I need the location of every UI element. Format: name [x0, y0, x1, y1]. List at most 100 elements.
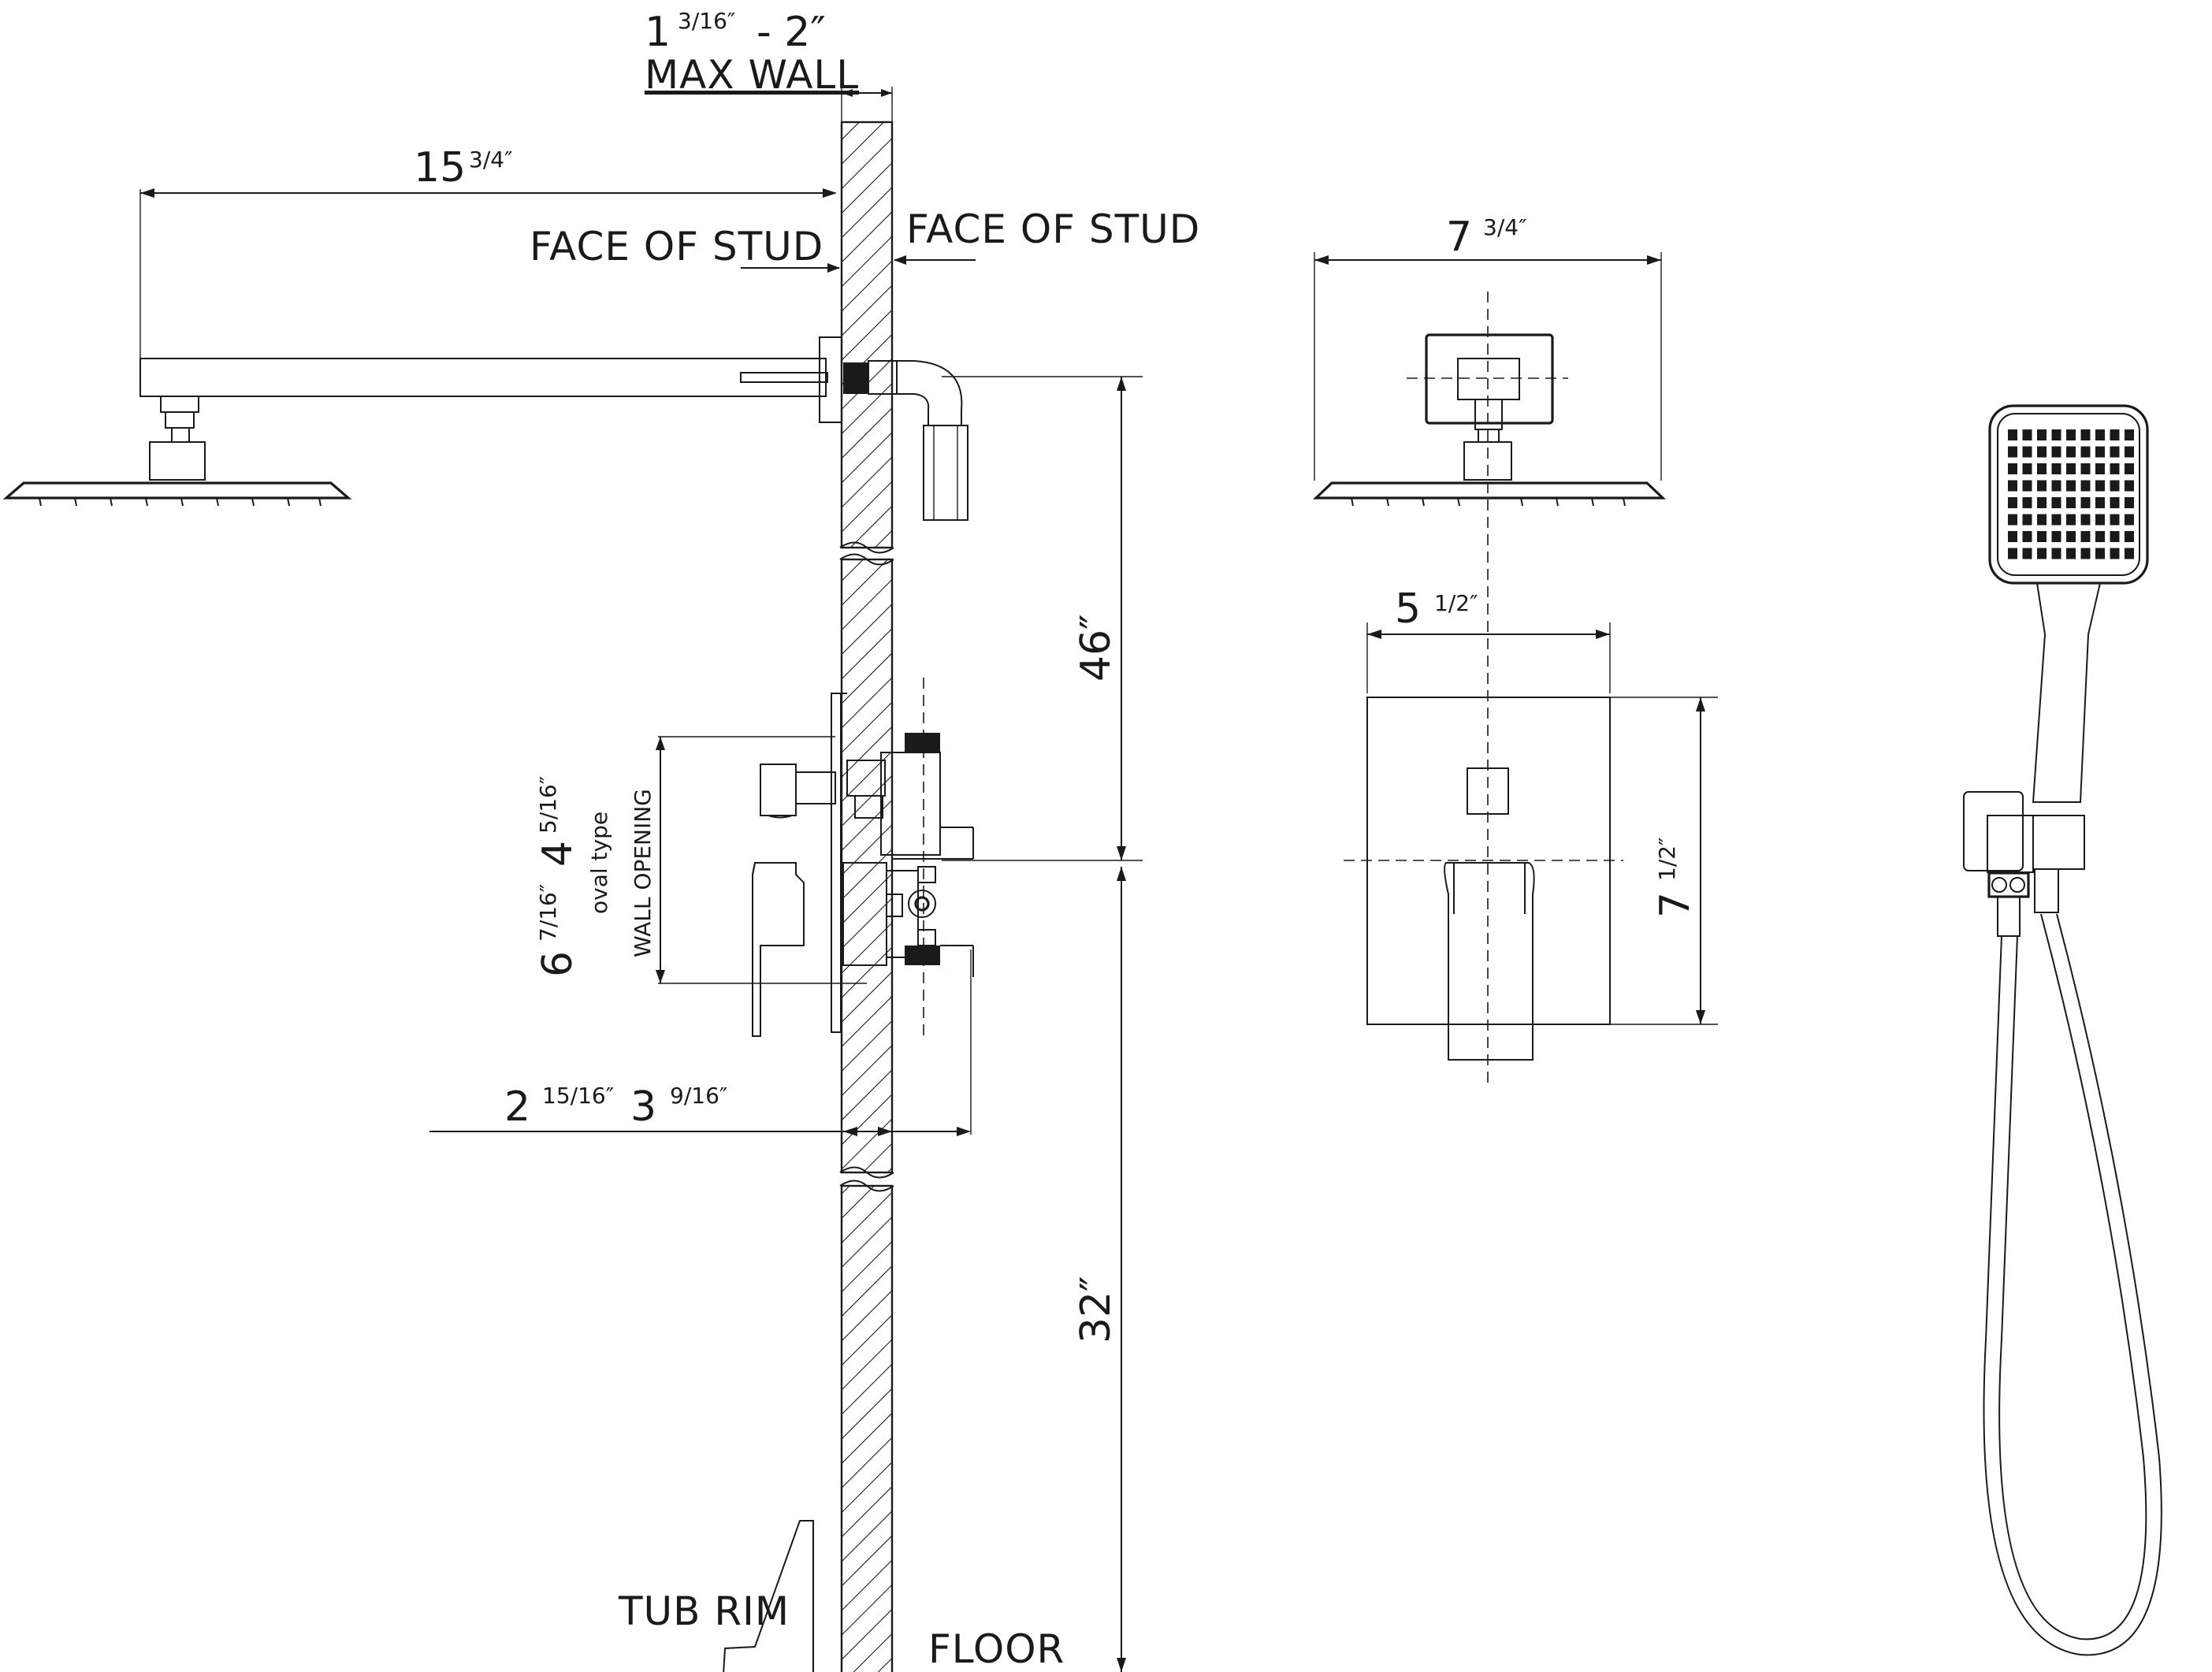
plate-width-main: 5 — [1395, 585, 1421, 633]
tub-rim-label: TUB RIM — [618, 1588, 790, 1634]
height-32-label: 32″ — [1073, 1276, 1120, 1343]
spray-nozzle — [2051, 514, 2061, 526]
spray-nozzle — [2080, 531, 2091, 542]
spray-nozzle — [2022, 497, 2032, 508]
spray-nozzle — [2095, 480, 2105, 492]
plate-height-frac: 1/2″ — [1654, 837, 1680, 881]
spray-nozzle — [2125, 446, 2134, 458]
spray-nozzle — [2080, 548, 2091, 559]
spray-nozzle — [2037, 514, 2047, 526]
wall-opening-label: WALL OPENING — [630, 789, 656, 957]
hand-shower-icon — [1963, 404, 2162, 1656]
spray-nozzle — [2095, 446, 2105, 458]
head-width-main: 7 — [1446, 214, 1472, 261]
spray-nozzle — [2080, 480, 2091, 492]
arm-length-frac: 3/4″ — [469, 147, 513, 173]
spray-nozzle — [2051, 480, 2061, 492]
spray-nozzle — [2008, 480, 2017, 492]
dimension-lines-side — [139, 89, 1143, 1672]
spray-nozzle — [2066, 497, 2076, 508]
spray-nozzle — [2125, 463, 2134, 474]
spray-nozzle — [2037, 531, 2047, 542]
spray-nozzle — [2008, 429, 2017, 440]
floor-label: FLOOR — [928, 1626, 1065, 1672]
spray-nozzle — [2051, 463, 2061, 474]
spray-nozzle — [2022, 514, 2032, 526]
spray-nozzle — [2066, 531, 2076, 542]
spray-nozzle — [2008, 531, 2017, 542]
spray-nozzle — [2022, 531, 2032, 542]
spray-nozzle — [2037, 548, 2047, 559]
wall-opening-b-frac: 5/16″ — [535, 776, 561, 834]
head-width-frac: 3/4″ — [1483, 214, 1527, 240]
max-wall-main: 1 — [645, 9, 671, 56]
spray-nozzle — [2051, 548, 2061, 559]
tub-rim — [723, 1520, 814, 1672]
spray-nozzle — [2008, 463, 2017, 474]
spray-nozzle — [2066, 480, 2076, 492]
spray-nozzle — [2037, 429, 2047, 440]
spray-nozzle — [2125, 497, 2134, 508]
spray-nozzle — [2022, 480, 2032, 492]
oval-type-label: oval type — [586, 812, 612, 914]
spray-nozzle — [2080, 497, 2091, 508]
spray-nozzle — [2037, 480, 2047, 492]
wall-section — [839, 87, 894, 1672]
spray-nozzle — [2051, 497, 2061, 508]
rain-shower-head-side — [2, 396, 352, 507]
spray-nozzle — [2022, 548, 2032, 559]
spray-nozzle — [2066, 429, 2076, 440]
wall-opening-a-main: 6 — [534, 951, 582, 977]
spray-nozzle — [2037, 463, 2047, 474]
side-view: 1 3/16″ - 2″ MAX WALL 15 3/4″ FACE OF ST… — [2, 8, 1199, 1672]
spray-nozzle — [2095, 497, 2105, 508]
spray-nozzle — [2095, 463, 2105, 474]
spray-nozzle — [2110, 548, 2120, 559]
spray-nozzle — [2008, 446, 2017, 458]
spray-nozzle — [2080, 446, 2091, 458]
spray-nozzle — [2066, 514, 2076, 526]
spray-nozzle — [2037, 497, 2047, 508]
spray-nozzle — [2080, 463, 2091, 474]
spray-nozzle — [2110, 514, 2120, 526]
spray-nozzle — [2125, 514, 2134, 526]
spray-nozzle — [2066, 446, 2076, 458]
side-view-labels: 1 3/16″ - 2″ MAX WALL 15 3/4″ FACE OF ST… — [414, 8, 1199, 1672]
spray-nozzle — [2125, 429, 2134, 440]
depth-a-frac: 15/16″ — [542, 1083, 614, 1109]
shower-arm-icon — [139, 336, 968, 521]
spray-nozzle — [2051, 446, 2061, 458]
max-wall-label: MAX WALL — [645, 52, 859, 98]
spray-nozzle — [2080, 429, 2091, 440]
depth-a-main: 2 — [504, 1083, 530, 1131]
spray-nozzle — [2125, 480, 2134, 492]
pressure-balance-valve-icon — [752, 678, 974, 1040]
arm-length-main: 15 — [414, 144, 466, 191]
spray-nozzle — [2110, 531, 2120, 542]
spray-nozzle — [2110, 463, 2120, 474]
spray-nozzle — [2080, 514, 2091, 526]
spray-nozzle — [2095, 548, 2105, 559]
depth-b-main: 3 — [630, 1083, 656, 1131]
plate-height-main: 7 — [1652, 892, 1699, 918]
spray-nozzle — [2008, 548, 2017, 559]
spray-nozzle — [2110, 446, 2120, 458]
spray-nozzle — [2008, 514, 2017, 526]
spray-nozzle — [2066, 548, 2076, 559]
spray-nozzle — [2110, 429, 2120, 440]
spray-nozzle — [2095, 531, 2105, 542]
depth-b-frac: 9/16″ — [670, 1083, 727, 1109]
max-wall-frac: 3/16″ — [678, 8, 735, 34]
spray-nozzle — [2022, 463, 2032, 474]
spray-nozzle — [2008, 497, 2017, 508]
face-of-stud-left: FACE OF STUD — [530, 224, 823, 269]
spray-nozzle — [2022, 429, 2032, 440]
spray-nozzle — [2095, 514, 2105, 526]
spray-nozzle — [2125, 548, 2134, 559]
height-46-label: 46″ — [1073, 614, 1120, 682]
spray-nozzle — [2110, 497, 2120, 508]
spray-nozzle — [2125, 531, 2134, 542]
spray-nozzle — [2022, 446, 2032, 458]
spray-nozzle — [2066, 463, 2076, 474]
